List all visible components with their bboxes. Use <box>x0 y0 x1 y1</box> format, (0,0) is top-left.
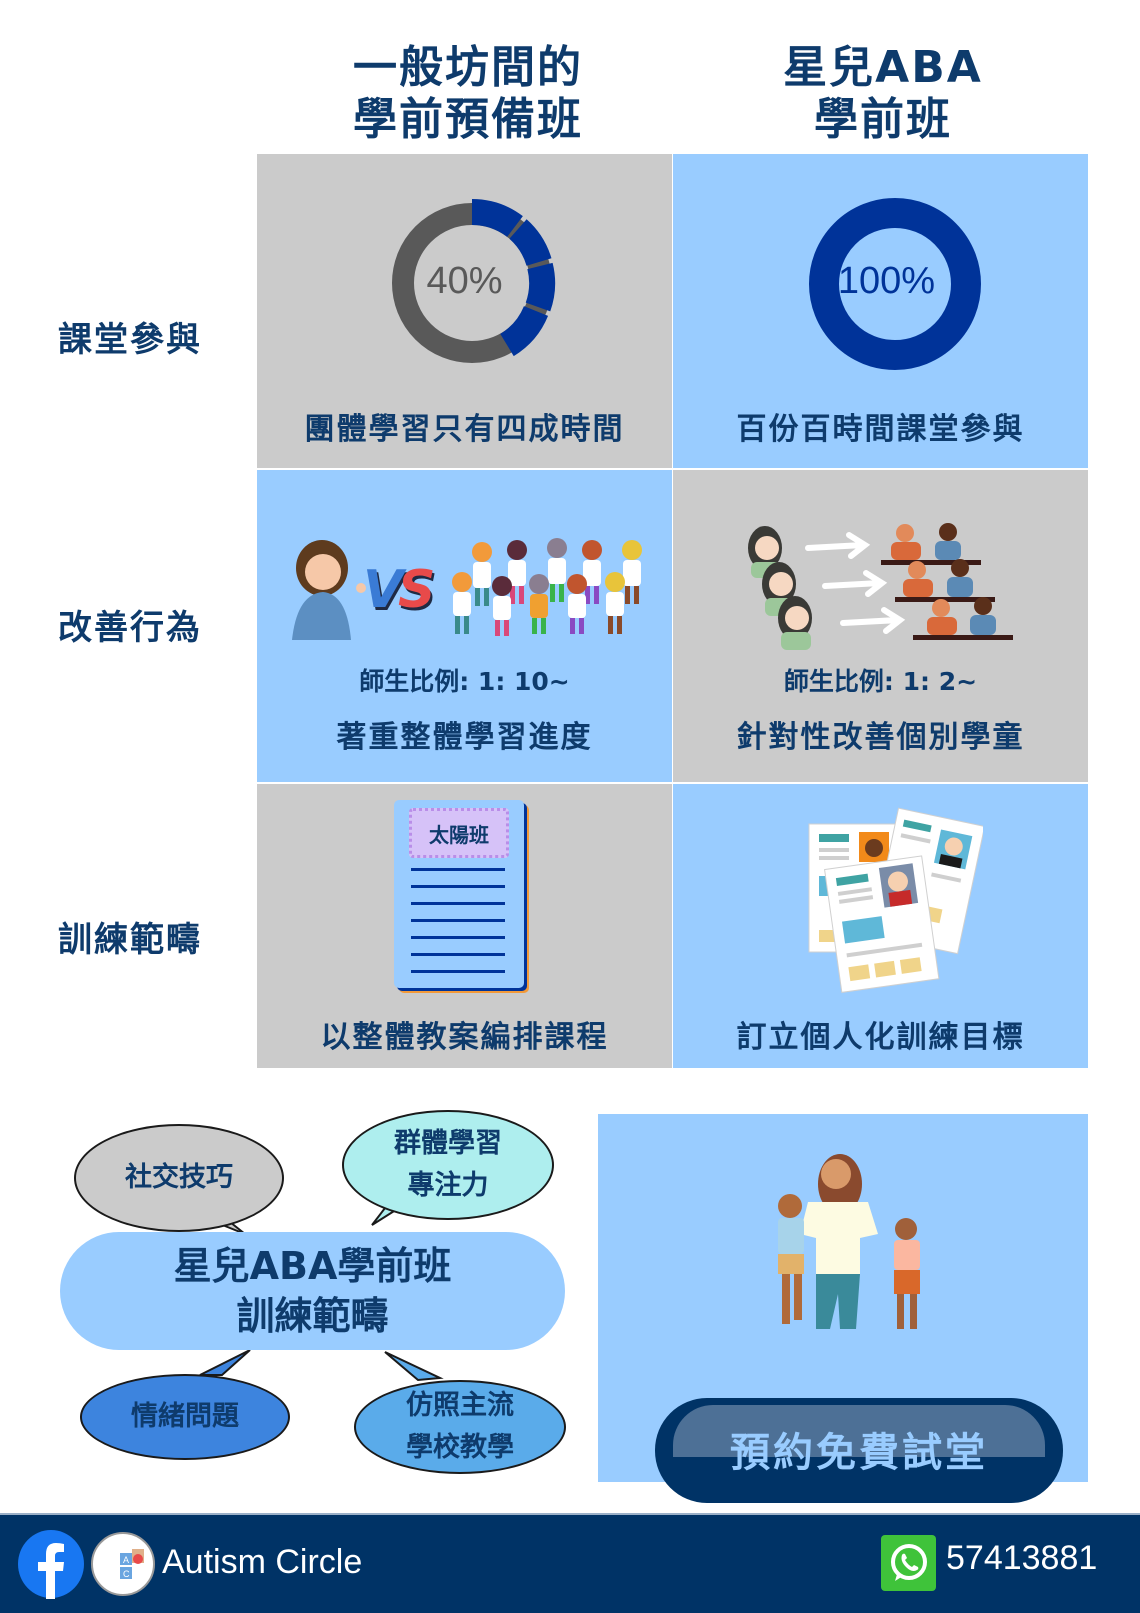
button-label: 預約免費試堂 <box>730 1430 988 1476</box>
teacher-vs-many-students-illustration-icon: V V S S <box>292 538 642 640</box>
donut-percent: 100% <box>837 260 936 302</box>
cell-caption: 著重整體學習進度 <box>336 720 593 755</box>
bubble-text: 群體學習 <box>394 1128 502 1159</box>
facebook-icon[interactable] <box>16 1529 86 1599</box>
bubble-text: 專注力 <box>407 1170 489 1201</box>
teachers-to-small-groups-illustration-icon <box>748 523 1013 650</box>
row-label-training: 訓練範疇 <box>58 920 202 960</box>
button-highlight <box>673 1405 1045 1457</box>
teacher-student-ratio: 師生比例: 1: 10~ <box>359 667 570 696</box>
column-header-line: 學前預備班 <box>353 94 583 145</box>
phone-number[interactable]: 57413881 <box>946 1539 1098 1577</box>
book-free-trial-button[interactable]: 預約免費試堂 <box>655 1398 1063 1503</box>
cell-behavior-aba: 師生比例: 1: 2~ 針對性改善個別學童 <box>673 470 1088 782</box>
document-lines <box>411 868 505 973</box>
row-label-behavior: 改善行為 <box>58 608 202 648</box>
bubble-text: 學校教學 <box>406 1432 514 1463</box>
bubble-social-skills: 社交技巧 <box>74 1124 284 1232</box>
column-header-line: 學前班 <box>814 94 952 145</box>
bubble-group-learning-focus: 群體學習 專注力 <box>342 1110 554 1220</box>
column-header-aba-class: 星兒ABA 學前班 <box>673 42 1093 146</box>
svg-text:V: V <box>363 560 407 620</box>
center-topic-line: 星兒ABA學前班 <box>173 1244 452 1288</box>
footer-bar: A C Autism Circle 57413881 <box>0 1513 1140 1613</box>
cell-caption: 百份百時間課堂參與 <box>736 412 1025 447</box>
center-topic-line: 訓練範疇 <box>236 1294 389 1338</box>
svg-text:C: C <box>123 1569 130 1579</box>
brand-name[interactable]: Autism Circle <box>162 1543 363 1581</box>
class-name-text: 太陽班 <box>429 822 489 847</box>
autism-circle-logo-icon: A C <box>91 1532 155 1596</box>
cell-caption: 訂立個人化訓練目標 <box>736 1020 1025 1055</box>
cell-participation-typical: 40% 團體學習只有四成時間 <box>257 154 672 468</box>
bubble-emotional-issues: 情緒問題 <box>80 1374 290 1460</box>
donut-chart-40-icon <box>392 199 556 363</box>
cell-caption: 團體學習只有四成時間 <box>304 412 625 447</box>
class-name-tag: 太陽班 <box>409 808 509 858</box>
bubble-text: 情緒問題 <box>131 1401 239 1432</box>
cell-behavior-typical: V V S S 師生比例: 1: 10~ 著重整體學習進度 <box>257 470 672 782</box>
cell-training-aba: 訂立個人化訓練目標 <box>673 784 1088 1068</box>
bubble-text: 社交技巧 <box>125 1162 233 1193</box>
individual-profiles-documents-icon <box>808 807 983 993</box>
column-header-line: 星兒ABA <box>783 42 983 93</box>
family-walking-illustration-icon <box>778 1154 920 1329</box>
donut-chart-100-icon <box>809 198 981 370</box>
donut-percent: 40% <box>426 260 503 302</box>
svg-text:V: V <box>365 563 409 623</box>
whatsapp-icon[interactable] <box>881 1535 936 1591</box>
row-label-participation: 課堂參與 <box>58 320 202 360</box>
svg-text:S: S <box>400 563 437 623</box>
cell-caption: 以整體教案編排課程 <box>320 1020 609 1055</box>
column-header-typical-class: 一般坊間的 學前預備班 <box>258 42 678 146</box>
svg-text:A: A <box>123 1555 129 1565</box>
svg-text:S: S <box>398 560 435 620</box>
bubble-text: 仿照主流 <box>406 1390 514 1421</box>
teacher-student-ratio: 師生比例: 1: 2~ <box>783 667 978 696</box>
mindmap-center-topic: 星兒ABA學前班 訓練範疇 <box>60 1232 565 1350</box>
column-header-line: 一般坊間的 <box>353 42 583 93</box>
cell-participation-aba: 100% 百份百時間課堂參與 <box>673 154 1088 468</box>
bubble-mainstream-school-teaching: 仿照主流 學校教學 <box>354 1380 566 1474</box>
cell-caption: 針對性改善個別學童 <box>736 720 1025 755</box>
lesson-plan-document-icon: 太陽班 <box>394 800 524 988</box>
cell-training-typical: 太陽班 以整體教案編排課程 <box>257 784 672 1068</box>
